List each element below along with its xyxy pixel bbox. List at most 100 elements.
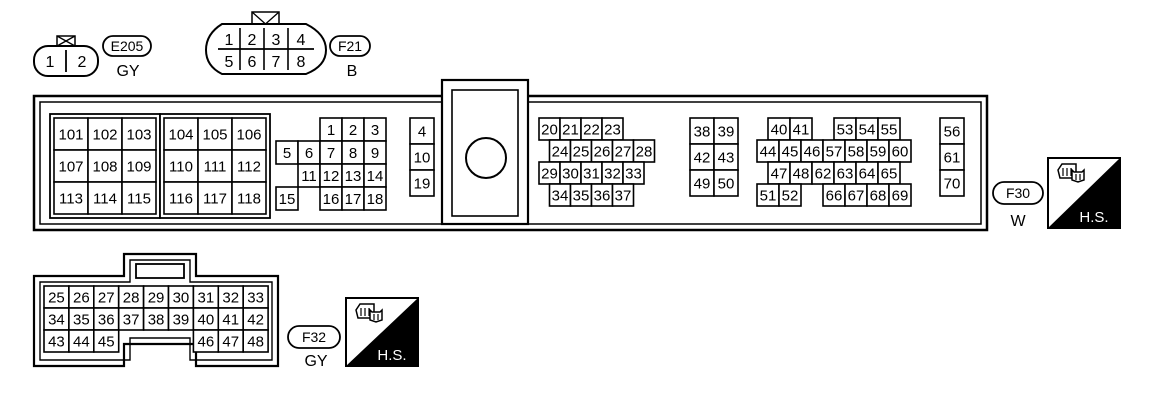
pin-label: 26	[73, 289, 90, 306]
pin-label: 5	[225, 54, 234, 71]
pin-label: 45	[98, 333, 115, 350]
pin-label: 7	[272, 54, 281, 71]
pin-cell	[689, 169, 715, 197]
pin-label: 1	[46, 54, 55, 71]
pin-label: 59	[870, 143, 887, 160]
pin-label: 31	[583, 165, 600, 182]
pin-label: 40	[198, 311, 215, 328]
pin-label: 40	[771, 121, 788, 138]
pin-label: 46	[804, 143, 821, 160]
pin-label: 47	[771, 165, 788, 182]
pin-label: 11	[301, 168, 317, 185]
pin-label: 103	[126, 126, 151, 143]
pin-label: 57	[826, 143, 843, 160]
pin-label: 109	[126, 158, 151, 175]
pin-label: 35	[73, 311, 90, 328]
pin-label: 44	[760, 143, 777, 160]
pin-label: 10	[414, 149, 431, 166]
pin-label: 33	[625, 165, 642, 182]
pin-cell	[939, 169, 965, 197]
pin-label: 42	[247, 311, 264, 328]
pin-label: 46	[198, 333, 215, 350]
pin-label: 17	[345, 191, 362, 208]
pin-label: 3	[272, 32, 281, 49]
pin-label: 28	[636, 143, 653, 160]
pin-label: 38	[694, 123, 711, 140]
pin-label: 23	[604, 121, 621, 138]
pin-cell	[53, 117, 89, 151]
pin-label: 1	[327, 122, 335, 139]
pin-cell	[611, 183, 635, 207]
pin-label: 41	[793, 121, 810, 138]
pin-label: 4	[297, 32, 306, 49]
connector-code-badge	[287, 325, 341, 349]
pin-label: 22	[583, 121, 600, 138]
pin-label: 29	[148, 289, 165, 306]
bolt-hole-icon	[465, 137, 507, 179]
pin-label: 49	[694, 175, 711, 192]
pin-label: 63	[837, 165, 854, 182]
pin-cell	[939, 143, 965, 171]
pin-label: 68	[870, 187, 887, 204]
pin-label: 25	[48, 289, 65, 306]
pin-label: 66	[826, 187, 843, 204]
pin-label: 70	[944, 175, 961, 192]
pin-label: 62	[815, 165, 832, 182]
pin-label: 106	[236, 126, 261, 143]
pin-label: 43	[718, 149, 735, 166]
pin-label: 1	[225, 32, 234, 49]
pin-label: 35	[573, 187, 590, 204]
pin-cell	[888, 183, 912, 207]
pin-label: 48	[793, 165, 810, 182]
connector-code-badge	[102, 35, 152, 57]
pin-label: 44	[73, 333, 90, 350]
pin-label: 107	[58, 158, 83, 175]
pin-label: 118	[237, 190, 261, 207]
pin-label: 9	[371, 145, 379, 162]
pin-cell	[197, 149, 233, 183]
connector-code: F30	[1006, 185, 1030, 201]
pin-label: 30	[562, 165, 579, 182]
pin-label: 32	[604, 165, 621, 182]
pin-cell	[121, 181, 157, 215]
hs-label: H.S.	[1079, 209, 1108, 226]
pin-label: 42	[694, 149, 711, 166]
connector-f21: 1 2 3 4 5 6 7 8 F21 B	[204, 11, 371, 80]
pin-label: 101	[58, 126, 83, 143]
pin-label: 53	[837, 121, 854, 138]
pin-label: 39	[718, 123, 735, 140]
pin-label: 114	[93, 190, 117, 207]
pin-label: 64	[859, 165, 876, 182]
pin-label: 36	[594, 187, 611, 204]
latch-icon	[135, 263, 185, 279]
pin-label: 27	[98, 289, 115, 306]
pin-label: 30	[173, 289, 190, 306]
pin-cell	[231, 149, 267, 183]
pin-label: 34	[552, 187, 569, 204]
pin-cell	[163, 181, 199, 215]
pin-label: 69	[892, 187, 909, 204]
wire-color: W	[1010, 213, 1026, 230]
pin-label: 110	[169, 158, 193, 175]
pin-label: 29	[541, 165, 558, 182]
pin-label: 26	[594, 143, 611, 160]
pin-cell	[713, 169, 739, 197]
pin-label: 25	[573, 143, 590, 160]
pin-label: 102	[92, 126, 117, 143]
pin-label: 6	[248, 54, 257, 71]
pin-label: 31	[198, 289, 215, 306]
pin-label: 55	[881, 121, 898, 138]
pin-label: 12	[323, 168, 340, 185]
connector-code-badge	[992, 181, 1044, 205]
pin-label: 7	[327, 145, 335, 162]
pin-label: 56	[944, 123, 961, 140]
pin-label: 111	[204, 158, 227, 175]
connector-code: E205	[111, 38, 144, 54]
pin-label: 32	[222, 289, 239, 306]
